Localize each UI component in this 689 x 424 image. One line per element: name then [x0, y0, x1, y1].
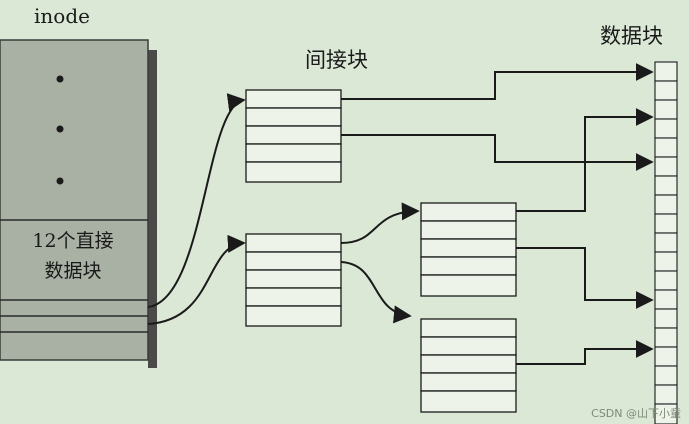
data-blocks-title: 数据块 [600, 24, 663, 48]
arrow-to-second-level-lower [340, 261, 412, 324]
pointer-arrows [147, 63, 654, 365]
indirect-block-bottom [245, 233, 342, 327]
inode-title: inode [34, 4, 90, 28]
direct-blocks-label-line2: 数据块 [44, 260, 102, 282]
arrow-second-level-to-data [516, 108, 654, 212]
arrow-indirect-to-data [341, 63, 654, 100]
indirect-block-top [245, 89, 342, 183]
indirect-block-title: 间接块 [305, 48, 368, 72]
direct-blocks-label: 12个直接 数据块 [0, 226, 146, 286]
arrow-indirect-to-data [341, 134, 654, 171]
arrow-inode-to-double-indirect [147, 234, 246, 325]
arrow-inode-to-indirect [147, 93, 246, 308]
direct-blocks-label-line1: 12个直接 [32, 230, 114, 252]
inode-block [0, 39, 157, 368]
arrow-to-second-level-upper [340, 202, 420, 244]
second-level-block-lower [420, 318, 517, 413]
ellipsis-dot [56, 177, 64, 185]
data-blocks-column [654, 61, 678, 424]
second-level-block-upper [420, 202, 517, 297]
watermark: CSDN @山下小童 [591, 407, 681, 420]
ellipsis-dot [56, 75, 64, 83]
arrow-second-level-to-data [516, 247, 654, 309]
ellipsis-dot [56, 125, 64, 133]
arrow-second-level-to-data [516, 340, 654, 365]
